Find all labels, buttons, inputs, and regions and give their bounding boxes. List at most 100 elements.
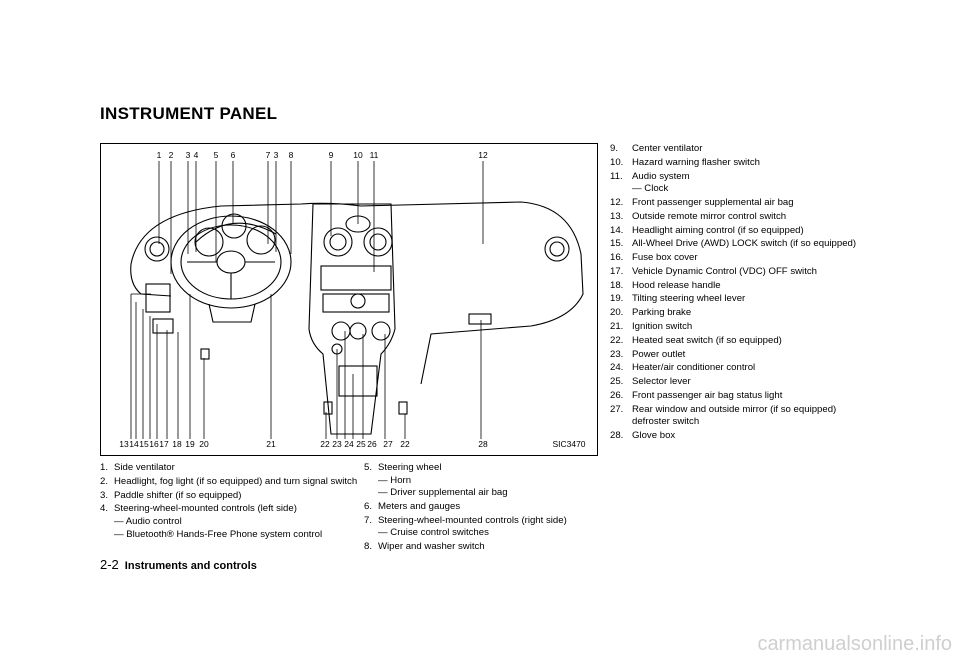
legend-number: 2. — [100, 475, 109, 487]
legend-number: 17. — [610, 265, 624, 277]
legend-text: Steering-wheel-mounted controls (left si… — [114, 503, 297, 515]
legend-subitem: — Horn — [378, 474, 412, 486]
legend-text: Center ventilator — [632, 143, 703, 154]
callout-10: 10 — [353, 150, 363, 160]
legend-text: Headlight aiming control (if so equipped… — [632, 224, 804, 236]
legend-item: 20. Parking brake — [610, 307, 860, 320]
legend-number: 10. — [610, 156, 624, 168]
legend-item: 2. Headlight, fog light (if so equipped) … — [100, 476, 360, 489]
legend-item: 25.Selector lever — [610, 376, 860, 389]
legend-number: 22. — [610, 334, 624, 346]
legend-item: 17. Vehicle Dynamic Control (VDC) OFF swi… — [610, 266, 860, 279]
legend-number: 21. — [610, 320, 624, 332]
dashboard-illustration: 1 2 3 4 5 6 7 3 8 9 10 11 12 13 14 15 16… — [119, 150, 586, 449]
legend-subitem: — Cruise control switches — [378, 527, 489, 539]
page-title: INSTRUMENT PANEL — [100, 104, 278, 123]
legend-number: 23. — [610, 348, 624, 360]
legend-number: 3. — [100, 489, 109, 501]
legend-text: Power outlet — [632, 348, 686, 360]
legend-number: 6. — [364, 500, 373, 512]
legend-text: Steering wheel — [378, 462, 442, 473]
legend-item: 28. Glove box — [610, 430, 860, 443]
legend-number: 28. — [610, 430, 624, 442]
legend-item: 8.Wiper and washer switch — [364, 541, 598, 554]
legend-text: Side ventilator — [114, 462, 175, 473]
legend-number: 9. — [610, 143, 619, 154]
legend-item: 5.Steering wheel— Horn— Driver supplemen… — [364, 462, 598, 500]
watermark: carmanualsonline.info — [757, 633, 952, 655]
legend-item: 7.Steering-wheel-mounted controls (right… — [364, 515, 598, 540]
legend-text: Front passenger supplemental air bag — [632, 196, 794, 208]
callout-14: 14 — [129, 439, 139, 449]
legend-item: 16.Fuse box cover — [610, 252, 860, 265]
legend-item: 24. Heater/air conditioner control — [610, 362, 860, 375]
callout-24: 24 — [344, 439, 354, 449]
callout-2: 2 — [169, 150, 174, 160]
callout-25: 25 — [356, 439, 366, 449]
legend-item: 21.Ignition switch — [610, 321, 860, 334]
callout-13: 13 — [119, 439, 129, 449]
callout-7: 7 — [266, 150, 271, 160]
callout-3: 3 — [186, 150, 191, 160]
legend-text: Selector lever — [632, 376, 691, 388]
legend-item: 27.Rear window and outside mirror (if so… — [610, 404, 860, 429]
legend-item: 23. Power outlet — [610, 349, 860, 362]
legend-text: Meters and gauges — [378, 500, 461, 512]
legend-text: Glove box — [632, 430, 676, 442]
legend-item: 26.Front passenger air bag status light — [610, 390, 860, 403]
legend-text: Wiper and washer switch — [378, 541, 485, 553]
legend-text: Hood release handle — [632, 279, 721, 291]
legend-text: Heated seat switch (if so equipped) — [632, 334, 782, 346]
legend-text: Front passenger air bag status light — [632, 389, 783, 401]
instrument-panel-figure: 1 2 3 4 5 6 7 3 8 9 10 11 12 13 14 15 16… — [100, 143, 598, 456]
legend-item: 11.Audio system— Clock — [610, 171, 860, 196]
callout-17: 17 — [159, 439, 169, 449]
legend-number: 18. — [610, 279, 624, 291]
legend-text: Hazard warning flasher switch — [632, 156, 760, 168]
legend-number: 12. — [610, 196, 624, 208]
legend-item: 18. Hood release handle — [610, 280, 860, 293]
legend-number: 15. — [610, 238, 624, 250]
legend-item: 9. Center ventilator — [610, 143, 860, 156]
legend-item: 10. Hazard warning flasher switch — [610, 157, 860, 170]
callout-4: 4 — [194, 150, 199, 160]
legend-item: 14.Headlight aiming control (if so equip… — [610, 225, 860, 238]
legend-text: Steering-wheel-mounted controls (right s… — [378, 514, 567, 526]
callout-21: 21 — [266, 439, 276, 449]
legend-item: 12. Front passenger supplemental air bag — [610, 197, 860, 210]
legend-column-2: 5.Steering wheel— Horn— Driver supplemen… — [364, 462, 598, 555]
section-name: Instruments and controls — [124, 560, 257, 572]
page-number: 2-2 — [100, 557, 119, 572]
legend-number: 13. — [610, 210, 624, 222]
legend-text: Heater/air conditioner control — [632, 362, 756, 374]
legend-item: 6. Meters and gauges — [364, 501, 598, 514]
legend-item: 15. All-Wheel Drive (AWD) LOCK switch (if… — [610, 238, 860, 251]
callout-3b: 3 — [274, 150, 279, 160]
callout-6: 6 — [231, 150, 236, 160]
legend-number: 20. — [610, 307, 624, 319]
legend-subitem: — Clock — [632, 183, 669, 195]
callout-18: 18 — [172, 439, 182, 449]
callout-28: 28 — [478, 439, 488, 449]
legend-item: 3.Paddle shifter (if so equipped) — [100, 490, 360, 503]
legend-subitem: — Driver supplemental air bag — [378, 487, 508, 499]
legend-text: Vehicle Dynamic Control (VDC) OFF switch — [632, 265, 817, 277]
callout-23: 23 — [332, 439, 342, 449]
legend-number: 24. — [610, 362, 624, 374]
callout-26: 26 — [367, 439, 377, 449]
callout-9: 9 — [329, 150, 334, 160]
callout-19: 19 — [185, 439, 195, 449]
legend-item: 22. Heated seat switch (if so equipped) — [610, 335, 860, 348]
legend-subitem: — Audio control — [114, 515, 182, 527]
legend-number: 27. — [610, 403, 624, 415]
legend-text: Audio system — [632, 170, 690, 182]
legend-text: Headlight, fog light (if so equipped) an… — [114, 475, 358, 487]
callout-11: 11 — [370, 150, 379, 160]
legend-subitem: — Bluetooth® Hands-Free Phone system con… — [114, 528, 323, 540]
callout-1: 1 — [157, 150, 162, 160]
legend-item: 13.Outside remote mirror control switch — [610, 211, 860, 224]
legend-column-3: 9. Center ventilator 10. Hazard warning fla… — [610, 143, 860, 444]
legend-text: Parking brake — [632, 307, 692, 319]
legend-text: All-Wheel Drive (AWD) LOCK switch (if so… — [632, 238, 857, 250]
